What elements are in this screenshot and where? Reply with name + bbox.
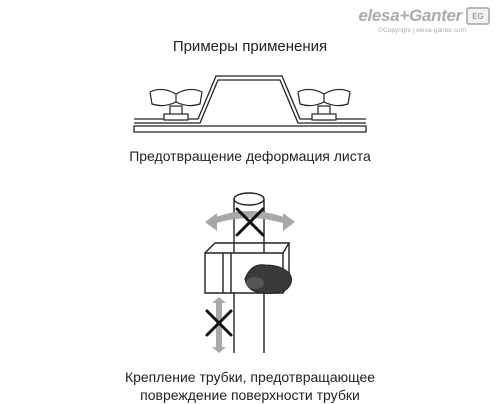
rotation-blocked-cross-icon xyxy=(235,207,265,237)
brand-logo-text: elesa+Ganter xyxy=(358,6,462,25)
caption-tube-line1: Крепление трубки, предотвращающее xyxy=(124,369,376,385)
caption-tube-line2: повреждение поверхности трубки xyxy=(140,387,360,403)
caption-tube: Крепление трубки, предотвращающее повреж… xyxy=(0,368,500,404)
left-clamp-knob xyxy=(149,88,203,121)
base-plate xyxy=(133,125,367,133)
copyright-text: ©Copyright | elesa-ganter.com xyxy=(378,27,466,34)
brand-badge-icon: EG xyxy=(466,7,490,25)
clamp-knob-icon xyxy=(244,264,293,294)
slide-blocked-cross-icon xyxy=(205,309,233,337)
page-title: Примеры применения xyxy=(172,38,328,55)
tube-clamp-diagram xyxy=(204,192,295,353)
rotation-arrow-icon xyxy=(205,211,295,231)
right-clamp-knob xyxy=(297,88,351,121)
caption-sheet: Предотвращение деформация листа xyxy=(129,148,371,164)
brand-badge-text: EG xyxy=(472,11,484,21)
sheet-clamp-diagram xyxy=(133,75,367,133)
tube-top xyxy=(233,192,265,206)
brand-logo: elesa+Ganter EG ©Copyright | elesa-gante… xyxy=(358,6,490,34)
